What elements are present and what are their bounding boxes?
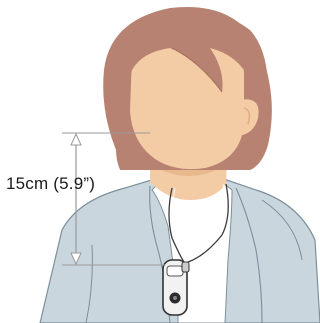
measurement-label: 15cm (5.9”) bbox=[6, 174, 95, 194]
wearable-device bbox=[163, 260, 189, 315]
dimension-arrow-top bbox=[71, 134, 81, 145]
